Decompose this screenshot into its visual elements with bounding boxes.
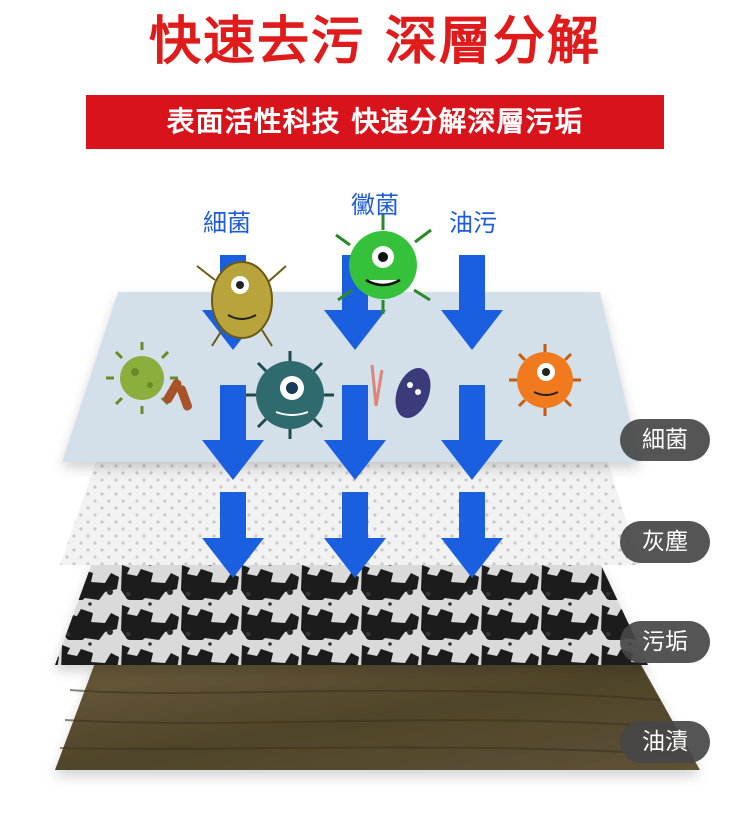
down-arrow-icon — [324, 255, 386, 350]
headline: 快速去污 深層分解 — [148, 12, 602, 72]
layer-grease — [55, 663, 700, 770]
down-arrow-icon — [441, 492, 503, 578]
bacilli-brown-icon — [163, 379, 193, 411]
mold-green-icon — [335, 214, 432, 314]
label-mold: 黴菌 — [351, 191, 399, 219]
bacteria-purple-icon — [395, 367, 431, 419]
arrow-group — [202, 255, 503, 578]
layer-tag-dust: 灰塵 — [620, 521, 710, 563]
label-grease: 油污 — [449, 209, 497, 237]
virus-green-icon — [106, 342, 178, 414]
layer-dirt — [55, 563, 648, 665]
down-arrow-icon — [441, 385, 503, 480]
bacteria-yellow-icon — [196, 261, 287, 347]
down-arrow-icon — [202, 492, 264, 578]
down-arrow-icon — [441, 255, 503, 350]
subheadline-banner: 表面活性科技 快速分解深層污垢 — [86, 95, 664, 149]
layer-tag-bacteria: 細菌 — [620, 419, 710, 461]
bacteria-teal-icon — [246, 351, 334, 439]
layer-bacteria — [62, 292, 640, 462]
down-arrow-icon — [202, 385, 264, 480]
bacteria-orange-icon — [509, 344, 581, 416]
layer-tag-dirt: 污垢 — [620, 621, 710, 663]
down-arrow-icon — [324, 385, 386, 480]
down-arrow-icon — [324, 492, 386, 578]
bacilli-pink-icon — [370, 364, 384, 407]
label-bacteria: 細菌 — [203, 209, 251, 237]
layer-tag-grease: 油漬 — [620, 721, 710, 763]
